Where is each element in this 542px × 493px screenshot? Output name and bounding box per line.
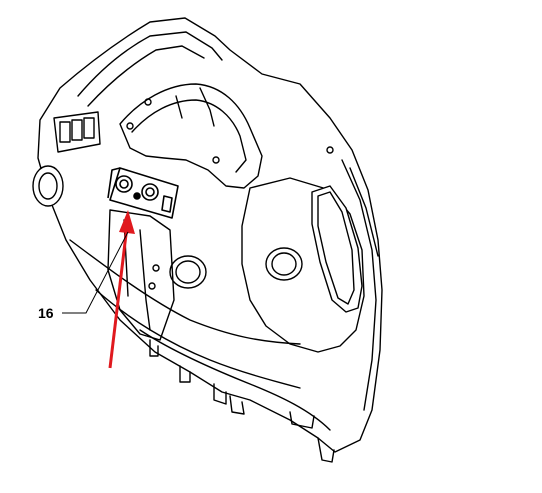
pointer-arrow — [108, 210, 135, 369]
knob-right — [141, 183, 159, 201]
knob-left — [115, 175, 133, 193]
callout-16: 16 — [38, 231, 129, 321]
leader-line — [62, 231, 129, 314]
callout-number: 16 — [38, 305, 54, 321]
dashboard-panel — [32, 17, 383, 463]
switch-module — [107, 167, 179, 219]
